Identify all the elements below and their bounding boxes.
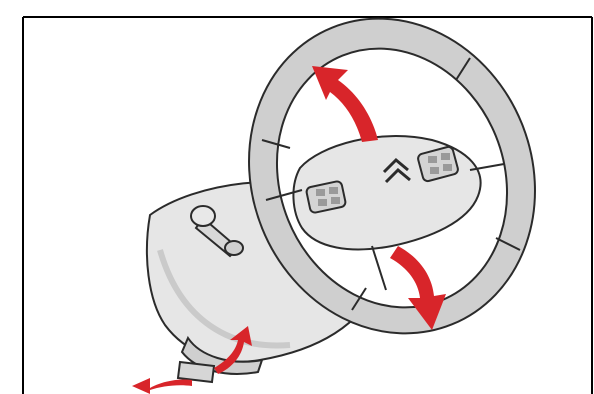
adjustment-lever xyxy=(178,362,214,382)
arrow-curve-left-icon xyxy=(132,378,192,394)
